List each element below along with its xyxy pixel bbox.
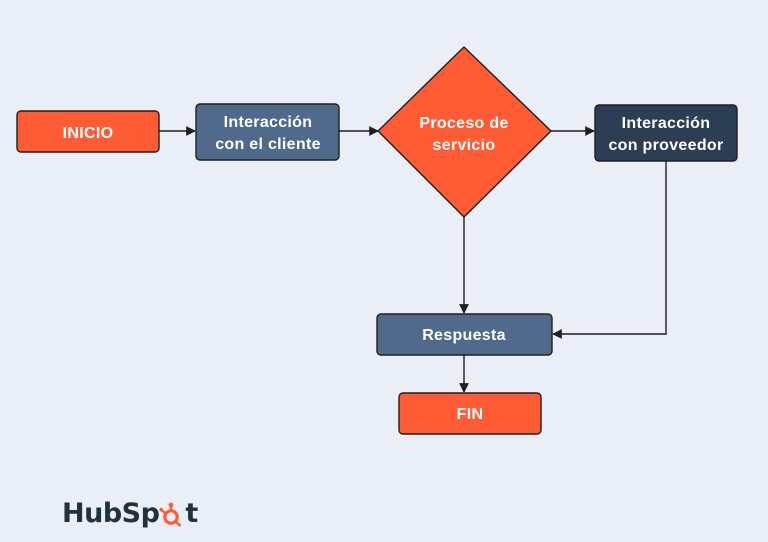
sprocket-icon (159, 502, 185, 528)
node-interaccion-proveedor: Interacción con proveedor (594, 104, 738, 162)
node-fin: FIN (398, 392, 542, 435)
node-interaccion-cliente: Interacción con el cliente (195, 103, 340, 161)
node-inicio: INICIO (16, 110, 160, 153)
arrow-proveedor-to-respuesta (552, 161, 667, 339)
logo-text-before: HubSp (62, 498, 160, 529)
node-interaccion-cliente-line2: con el cliente (215, 136, 321, 153)
node-inicio-label: INICIO (63, 125, 114, 142)
connectors (159, 126, 667, 393)
node-interaccion-proveedor-line1: Interacción (622, 115, 711, 132)
node-respuesta-label: Respuesta (422, 327, 506, 344)
node-interaccion-proveedor-line2: con proveedor (608, 137, 723, 154)
node-proceso-servicio-line1: Proceso de (419, 115, 508, 132)
logo-text-after: t (185, 498, 198, 529)
node-fin-label: FIN (457, 406, 484, 423)
hubspot-logo: HubSp t (62, 500, 198, 527)
node-interaccion-cliente-line1: Interacción (224, 114, 313, 131)
node-respuesta: Respuesta (376, 313, 553, 356)
node-proceso-servicio-line2: servicio (433, 137, 496, 154)
node-proceso-servicio: Proceso de servicio (377, 46, 552, 218)
